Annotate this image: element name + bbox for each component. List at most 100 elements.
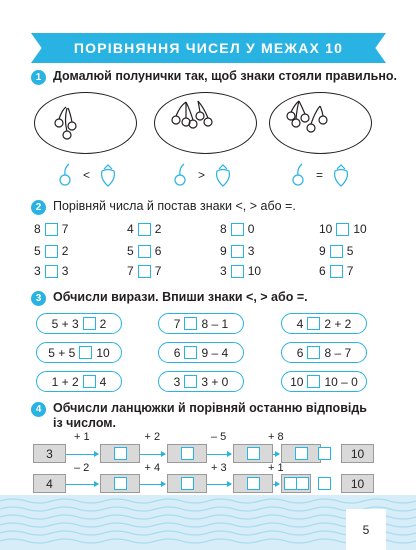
sign-box[interactable] [329, 264, 343, 278]
sign-box[interactable] [82, 375, 96, 388]
left-number: 7 [127, 264, 134, 278]
chain-arrow [66, 451, 99, 457]
sign-box[interactable] [44, 264, 58, 278]
sign-box[interactable] [184, 346, 198, 359]
comparison-row: 3 10 [220, 264, 261, 278]
sign-box[interactable] [307, 375, 321, 388]
comparison-3: = [288, 163, 351, 187]
sign-box[interactable] [230, 244, 244, 258]
answer-box[interactable] [114, 447, 127, 460]
sign-box[interactable] [137, 264, 151, 278]
right-expression: 3 + 0 [201, 374, 229, 389]
left-number: 9 [319, 244, 326, 258]
right-expression: 8 – 1 [201, 316, 229, 331]
task-instruction: Обчисли вирази. Впиши знаки <, > або =. [53, 290, 308, 304]
sign-box[interactable] [318, 477, 331, 490]
comparison-sign: = [316, 168, 324, 182]
title-banner: ПОРІВНЯННЯ ЧИСЕЛ У МЕЖАХ 10 [31, 33, 386, 63]
expression-pill: 5 + 3 2 [36, 313, 122, 334]
left-number: 8 [34, 222, 41, 236]
answer-box[interactable] [295, 447, 308, 460]
chain-operation: + 1 [268, 462, 284, 474]
left-expression: 6 [173, 345, 181, 360]
chain-operation: + 3 [211, 462, 227, 474]
right-expression: 9 – 4 [201, 345, 229, 360]
left-number: 3 [220, 264, 227, 278]
right-number: 10 [247, 264, 262, 278]
sign-box[interactable] [230, 222, 244, 236]
answer-box[interactable] [247, 447, 260, 460]
sign-box[interactable] [230, 264, 244, 278]
chain-step-box [167, 474, 207, 493]
task-number: 1 [31, 70, 46, 85]
task-instruction: Порівняй числа й постав знаки <, > або =… [53, 199, 296, 213]
cherry-icon [292, 163, 304, 186]
sign-box[interactable] [307, 346, 321, 359]
strawberry-icon [101, 164, 115, 187]
left-number: 4 [127, 222, 134, 236]
sign-box[interactable] [336, 222, 350, 236]
right-number: 2 [154, 222, 162, 236]
chain-operation: + 4 [144, 462, 161, 474]
answer-box[interactable] [181, 477, 194, 490]
sign-box[interactable] [184, 317, 198, 330]
chain-operation: – 2 [74, 462, 90, 474]
sign-box[interactable] [329, 244, 343, 258]
oval-right[interactable] [269, 92, 372, 154]
left-expression: 7 [173, 316, 181, 331]
chain-operation: + 2 [144, 431, 161, 443]
chain-arrow [273, 481, 280, 487]
sign-box[interactable] [137, 222, 151, 236]
answer-box[interactable] [114, 477, 127, 490]
sign-box[interactable] [44, 222, 58, 236]
task-number: 4 [31, 402, 46, 417]
chain-arrow [66, 481, 99, 487]
left-number: 5 [127, 244, 134, 258]
left-number: 3 [34, 264, 41, 278]
comparison-2: > [170, 163, 233, 187]
sign-box[interactable] [184, 375, 198, 388]
answer-box[interactable] [181, 447, 194, 460]
task-instruction: Домалюй полунички так, щоб знаки стояли … [53, 69, 398, 83]
chain-arrow [207, 481, 232, 487]
left-expression: 1 + 2 [51, 374, 79, 389]
sign-box[interactable] [318, 447, 331, 460]
left-number: 5 [34, 244, 41, 258]
strawberry-icon [334, 164, 348, 187]
right-expression: 4 [99, 374, 107, 389]
oval-left[interactable] [34, 92, 137, 154]
sign-box[interactable] [137, 244, 151, 258]
chain-step-box [100, 444, 140, 463]
chain-step-box [281, 474, 311, 493]
answer-box[interactable] [247, 477, 260, 490]
sign-box[interactable] [44, 244, 58, 258]
sign-box[interactable] [82, 317, 96, 330]
right-expression: 2 [99, 316, 107, 331]
sign-box[interactable] [79, 346, 93, 359]
task-number: 2 [31, 200, 46, 215]
left-expression: 4 [296, 316, 304, 331]
left-number: 10 [319, 222, 333, 236]
oval-middle[interactable] [154, 92, 257, 154]
sign-box[interactable] [307, 317, 321, 330]
instruction-line-2: із числом. [53, 416, 117, 430]
right-number: 5 [346, 244, 354, 258]
task-4-header: 4 Обчисли ланцюжки й порівняй останню ві… [31, 401, 367, 431]
page-title: ПОРІВНЯННЯ ЧИСЕЛ У МЕЖАХ 10 [73, 40, 344, 56]
right-number: 7 [346, 264, 354, 278]
cherries-icon [54, 106, 77, 140]
chain-target-number: 10 [341, 474, 374, 493]
chain-step-box [233, 444, 273, 463]
left-expression: 5 + 3 [51, 316, 79, 331]
answer-box[interactable] [296, 477, 309, 490]
right-expression: 8 – 7 [324, 345, 352, 360]
